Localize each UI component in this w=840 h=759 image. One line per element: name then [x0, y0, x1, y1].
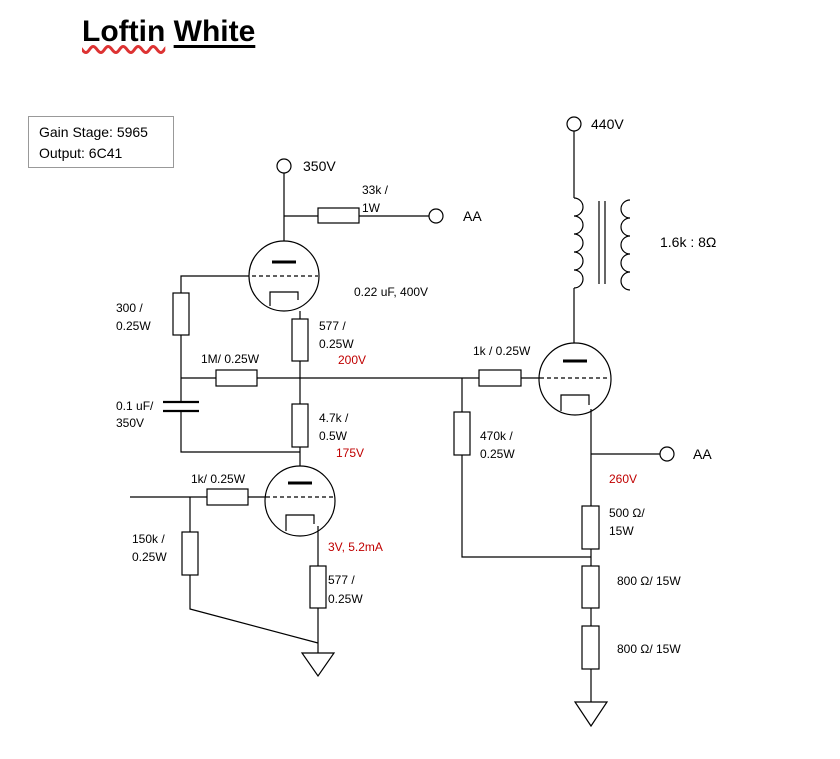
label-4-7k-value: 4.7k / [319, 411, 349, 425]
label-577-upper-power: 0.25W [319, 337, 354, 351]
label-577-upper-value: 577 / [319, 319, 346, 333]
transformer-ratio-label: 1.6k : 8Ω [660, 234, 716, 250]
supply-label-440v: 440V [591, 116, 624, 132]
label-300-power: 0.25W [116, 319, 151, 333]
label-150k-power: 0.25W [132, 550, 167, 564]
ground-symbol-right [573, 701, 609, 728]
label-cap-022: 0.22 uF, 400V [354, 285, 428, 299]
resistor-577-lower [309, 565, 327, 609]
label-33k-power: 1W [362, 201, 381, 215]
resistor-1k-output [478, 369, 522, 387]
resistor-1m [215, 369, 258, 387]
output-label-aa-top: AA [463, 208, 482, 224]
voltage-260v: 260V [609, 472, 637, 486]
label-470k-value: 470k / [480, 429, 513, 443]
label-cap-01-voltage: 350V [116, 416, 144, 430]
label-500-power: 15W [609, 524, 634, 538]
resistor-1k-grid [206, 488, 249, 506]
output-terminal-aa-top [428, 208, 444, 224]
title-word-white: White [173, 15, 256, 48]
output-label-aa-right: AA [693, 446, 712, 462]
resistor-300 [172, 292, 190, 336]
resistor-800-lower [581, 625, 600, 670]
voltage-3v-5-2ma: 3V, 5.2mA [328, 540, 383, 554]
label-1k-output: 1k / 0.25W [473, 344, 531, 358]
title-word-loftin: Loftin [82, 15, 166, 48]
gain-stage-label: Gain Stage: 5965 [39, 124, 148, 140]
output-terminal-aa-right [659, 446, 675, 462]
upper-triode [248, 240, 320, 312]
resistor-500 [581, 505, 600, 550]
label-470k-power: 0.25W [480, 447, 515, 461]
label-1m: 1M/ 0.25W [201, 352, 260, 366]
label-500-value: 500 Ω/ [609, 506, 645, 520]
supply-terminal-350v [276, 158, 292, 174]
label-577-lower-value: 577 / [328, 573, 355, 587]
ground-symbol-left [300, 652, 336, 678]
lower-triode [264, 465, 336, 537]
resistor-33k [317, 207, 360, 224]
resistor-470k [453, 411, 471, 456]
label-577-lower-power: 0.25W [328, 592, 363, 606]
supply-terminal-440v [566, 116, 582, 132]
resistor-4-7k [291, 403, 309, 448]
voltage-200v: 200V [338, 353, 366, 367]
resistor-577-upper [291, 318, 309, 362]
label-800-lower: 800 Ω/ 15W [617, 642, 681, 656]
label-1k-grid: 1k/ 0.25W [191, 472, 246, 486]
output-tube-label: Output: 6C41 [39, 145, 123, 161]
label-150k-value: 150k / [132, 532, 165, 546]
label-300-value: 300 / [116, 301, 143, 315]
output-transformer [573, 197, 631, 291]
tube-info-box: Gain Stage: 5965 Output: 6C41 [28, 116, 174, 168]
resistor-800-upper [581, 565, 600, 609]
output-pentode-tube [538, 342, 612, 416]
resistor-150k [181, 531, 199, 576]
diagram-title: Loftin White [82, 14, 255, 50]
supply-label-350v: 350V [303, 158, 336, 174]
label-cap-01-value: 0.1 uF/ [116, 399, 154, 413]
voltage-175v: 175V [336, 446, 364, 460]
label-4-7k-power: 0.5W [319, 429, 348, 443]
label-33k-value: 33k / [362, 183, 389, 197]
label-800-upper: 800 Ω/ 15W [617, 574, 681, 588]
